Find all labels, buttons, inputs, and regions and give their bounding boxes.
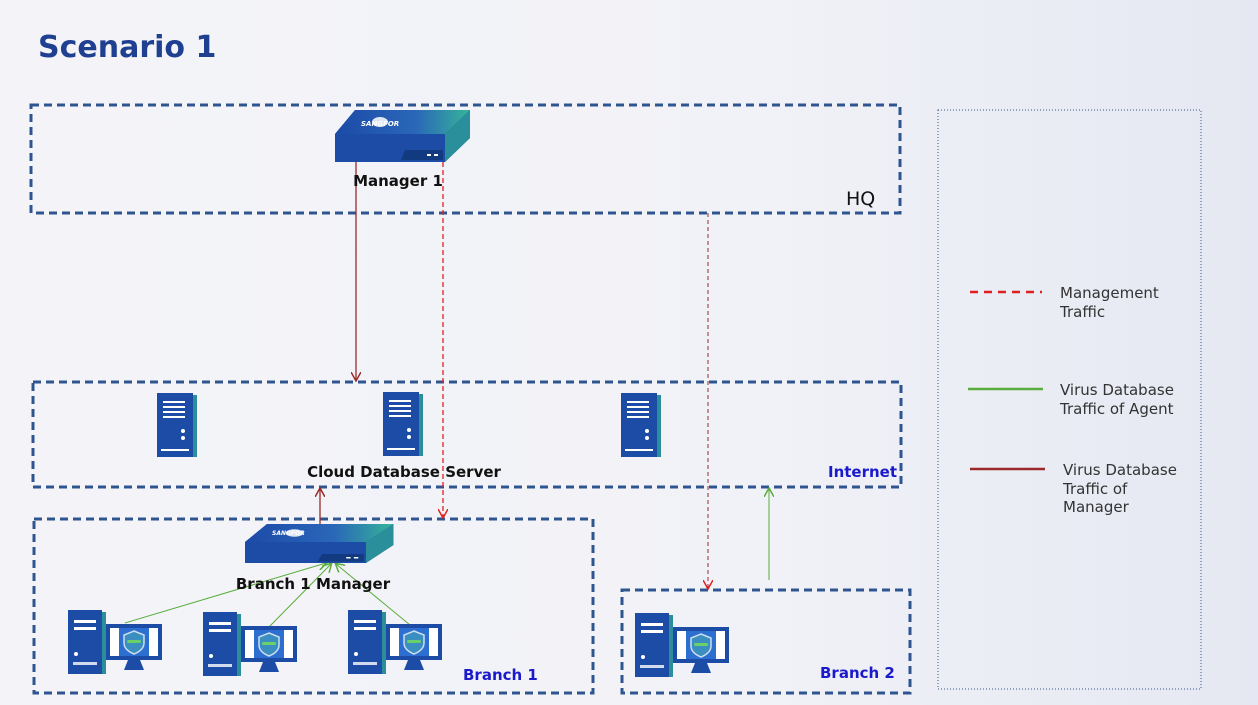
agent-pc-icon[interactable] — [347, 609, 443, 675]
branch1-manager-label: Branch 1 Manager — [236, 575, 391, 593]
agent-pc-icon[interactable] — [67, 609, 163, 675]
server-icon[interactable] — [621, 393, 661, 457]
legend-agent-label: Virus Database Traffic of Agent — [1059, 381, 1179, 418]
page-title: Scenario 1 — [38, 30, 216, 65]
hq-zone — [29, 103, 902, 215]
server-icon[interactable] — [157, 393, 197, 457]
internet-label: Internet — [828, 463, 897, 481]
branch2-agent-pc-icon[interactable] — [634, 612, 730, 678]
branch1-label: Branch 1 — [463, 666, 538, 684]
agent2-link — [267, 564, 331, 629]
agent1-link — [124, 563, 326, 624]
cloud-database-server-icon[interactable] — [383, 392, 423, 456]
legend-management-label: Management Traffic — [1059, 284, 1164, 321]
branch2-label: Branch 2 — [820, 664, 895, 682]
manager1-label: Manager 1 — [353, 172, 443, 190]
manager1-brand: SANGFOR — [361, 120, 399, 128]
agent3-link — [336, 564, 411, 626]
manager1-firewall-appliance-icon[interactable] — [335, 110, 470, 162]
branch1-manager-brand: SANGFOR — [272, 530, 305, 537]
branch1-manager-firewall-appliance-icon[interactable] — [245, 524, 394, 563]
agent-pc-icon[interactable] — [202, 611, 298, 677]
legend-box — [937, 109, 1202, 690]
internet-zone — [31, 380, 903, 489]
legend-manager-label: Virus Database Traffic of Manager — [1062, 461, 1182, 516]
cloud-server-label: Cloud Database Server — [307, 463, 501, 481]
branch1-zone — [32, 517, 595, 695]
branch2-zone — [620, 588, 912, 695]
hq-label: HQ — [846, 188, 875, 210]
